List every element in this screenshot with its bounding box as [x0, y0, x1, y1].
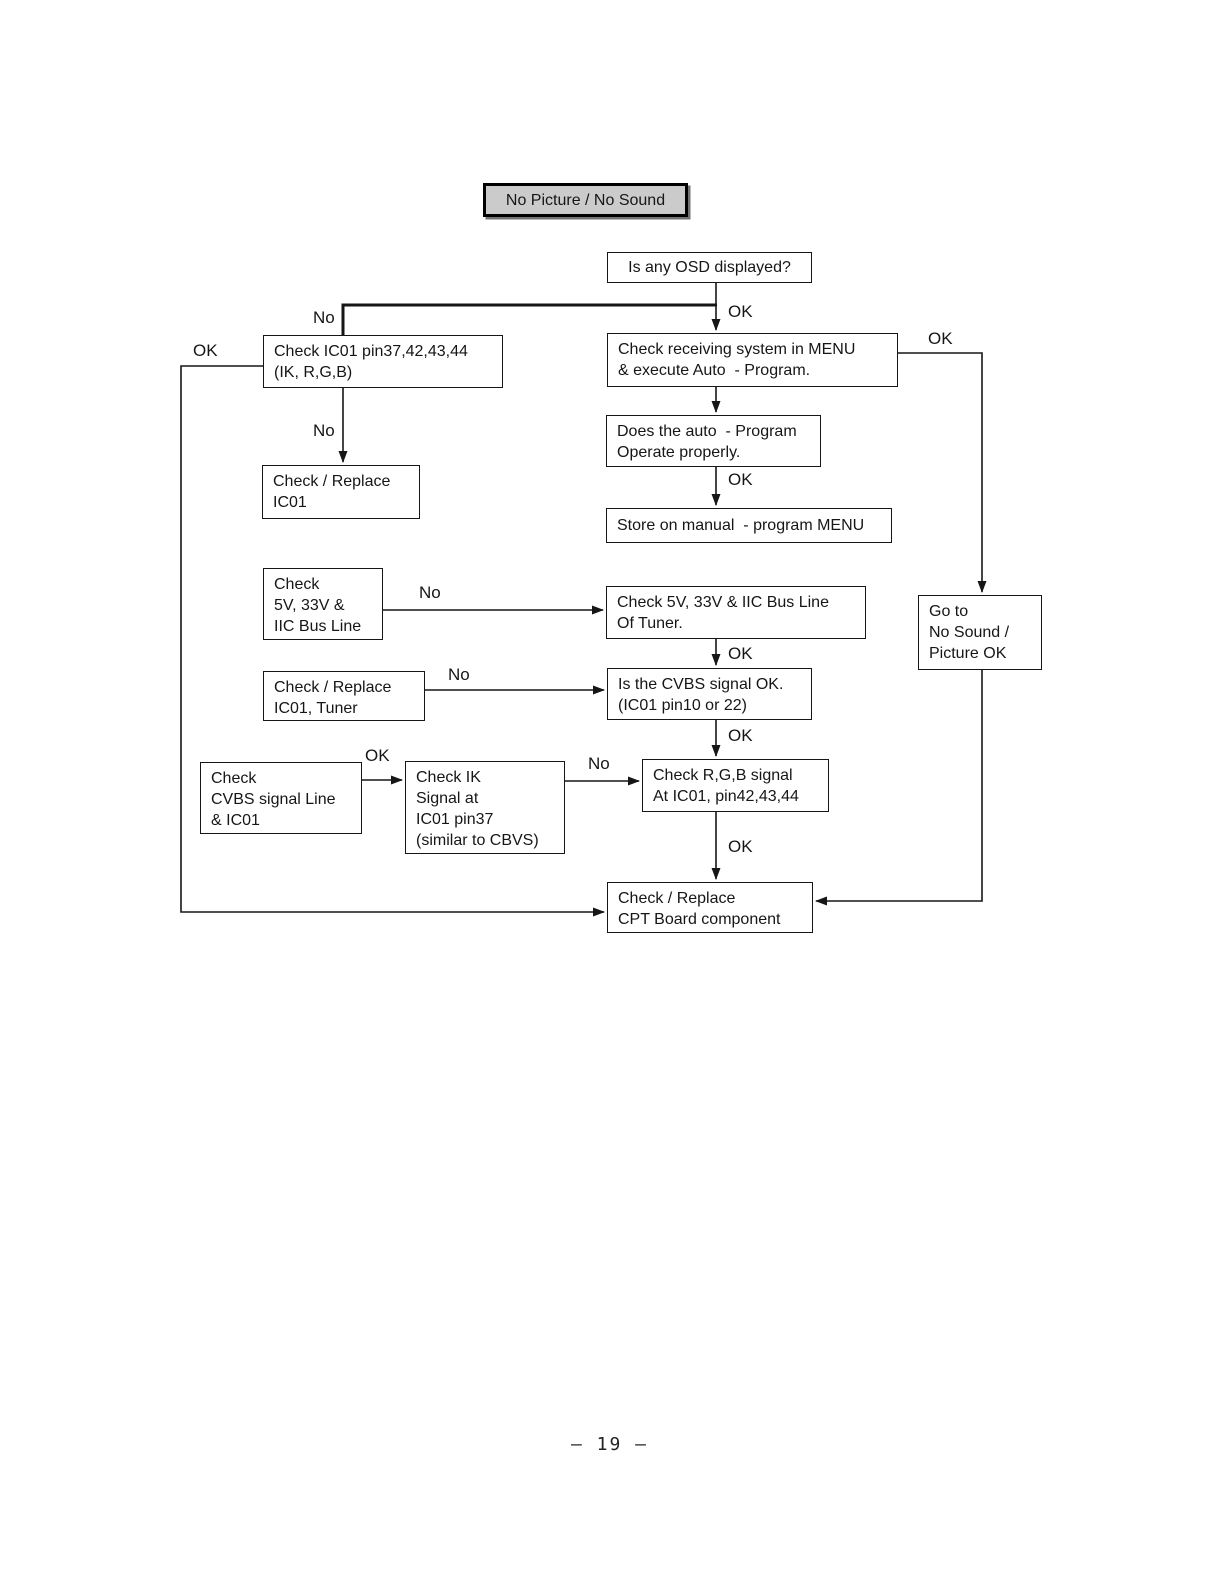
edge-ok-check-ic01-to-replace-cpt	[180, 365, 605, 917]
edge-ok-check-receiving-to-goto	[898, 352, 987, 593]
edge-label-ok-osd: OK	[728, 302, 753, 321]
node-check-replace-ic01: Check / Replace IC01	[262, 465, 420, 519]
node-check-replace-cpt-board: Check / Replace CPT Board component	[607, 882, 813, 933]
node-check-cvbs-signal-line: Check CVBS signal Line & IC01	[200, 762, 362, 834]
node-check-rgb-signal: Check R,G,B signal At IC01, pin42,43,44	[642, 759, 829, 812]
node-check-5v-33v-iic: Check 5V, 33V & IIC Bus Line	[263, 568, 383, 640]
node-is-cvbs-signal-ok: Is the CVBS signal OK. (IC01 pin10 or 22…	[607, 668, 812, 720]
node-store-on-manual-program: Store on manual - program MENU	[606, 508, 892, 543]
node-does-auto-program: Does the auto - Program Operate properly…	[606, 415, 821, 467]
edge-label-ok-check-rgb: OK	[728, 837, 753, 856]
edge-label-no-check-ik: No	[588, 754, 610, 773]
node-check-ic01-pins: Check IC01 pin37,42,43,44 (IK, R,G,B)	[263, 335, 503, 388]
edge-label-ok-check-receiving: OK	[928, 329, 953, 348]
edge-label-ok-check-cvbs-line: OK	[365, 746, 390, 765]
node-is-any-osd-displayed: Is any OSD displayed?	[607, 252, 812, 283]
edge-branch-no-to-check-ic01	[341, 303, 717, 335]
edge-label-ok-check-5v-tuner: OK	[728, 644, 753, 663]
page-number: – 19 –	[570, 1434, 649, 1455]
node-check-replace-ic01-tuner: Check / Replace IC01, Tuner	[263, 671, 425, 721]
node-no-picture-no-sound: No Picture / No Sound	[483, 183, 688, 217]
node-goto-no-sound-picture-ok: Go to No Sound / Picture OK	[918, 595, 1042, 670]
edge-label-ok-does-auto: OK	[728, 470, 753, 489]
edge-label-no-osd-branch: No	[313, 308, 335, 327]
edge-goto-to-replace-cpt	[815, 670, 983, 906]
edge-label-ok-is-cvbs: OK	[728, 726, 753, 745]
node-check-receiving-system: Check receiving system in MENU & execute…	[607, 333, 898, 387]
edge-label-no-check-ic01: No	[313, 421, 335, 440]
node-check-ik-signal: Check IK Signal at IC01 pin37 (similar t…	[405, 761, 565, 854]
edge-label-no-replace-ic01-tuner: No	[448, 665, 470, 684]
edge-label-no-check-5v: No	[419, 583, 441, 602]
node-check-5v-33v-iic-tuner: Check 5V, 33V & IIC Bus Line Of Tuner.	[606, 586, 866, 639]
edge-label-ok-check-ic01: OK	[193, 341, 218, 360]
